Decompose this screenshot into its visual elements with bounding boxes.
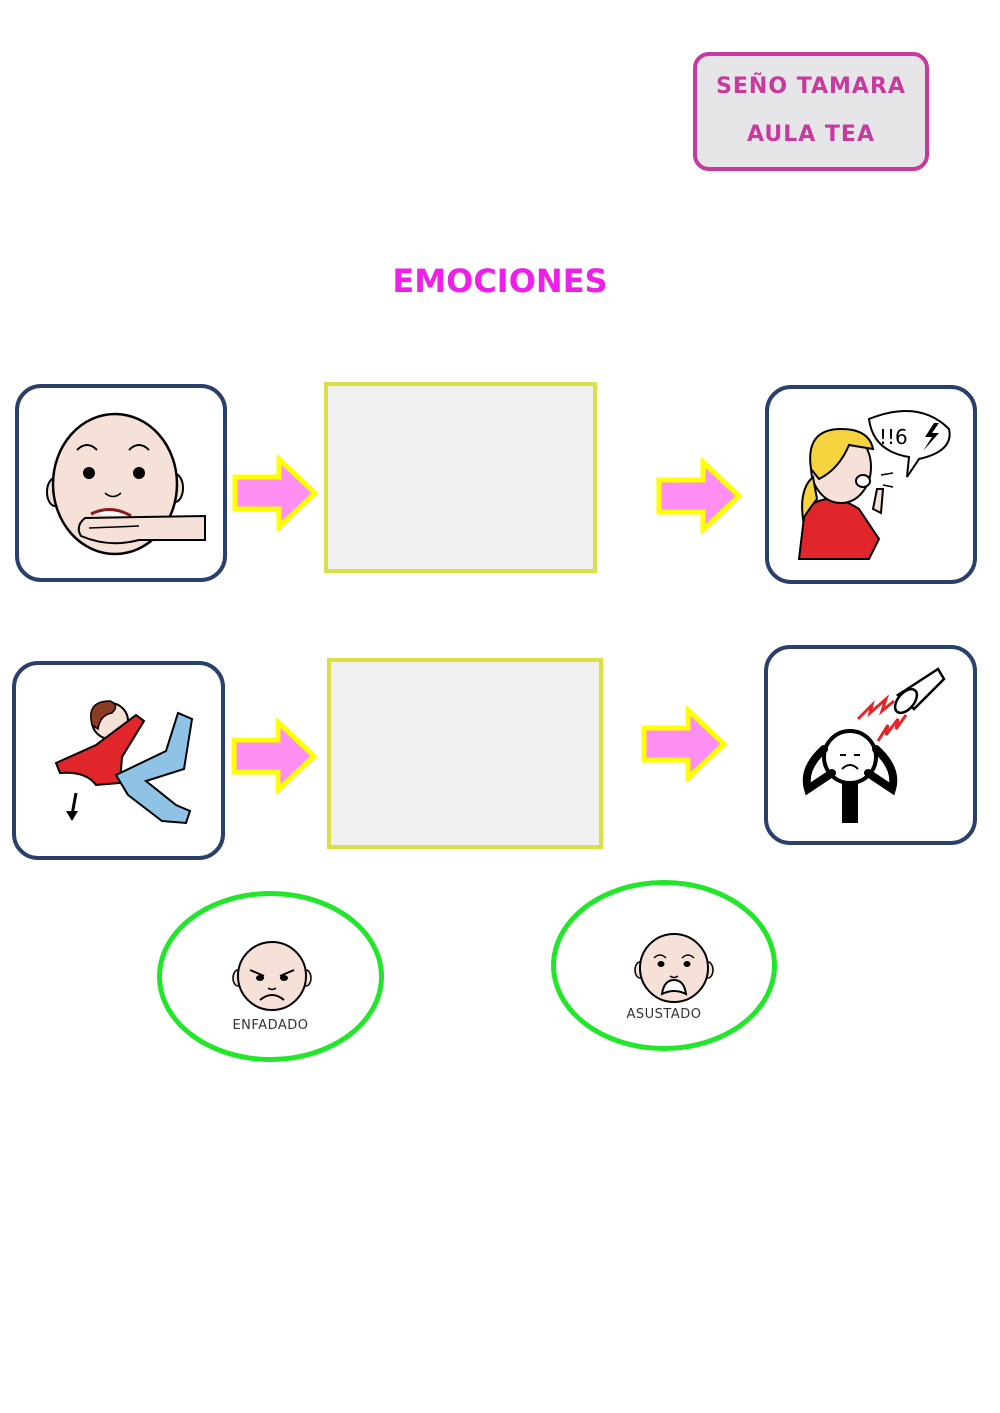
child-biting-arm-icon (46, 412, 206, 556)
page-title: EMOCIONES (392, 262, 608, 300)
option-angry[interactable]: ENFADADO (157, 891, 384, 1062)
option-label: ENFADADO (232, 1018, 309, 1033)
person-covering-ears-loud-noise-icon (802, 667, 946, 823)
teacher-badge: SEÑO TAMARA AULA TEA (693, 52, 929, 171)
arrow-right-icon (230, 718, 320, 794)
option-scared[interactable]: ASUSTADO (551, 880, 777, 1051)
arrow-right-icon (231, 455, 321, 531)
answer-drop-box-2[interactable] (327, 658, 603, 849)
effect-card-2 (764, 645, 977, 845)
cause-card-2 (12, 661, 225, 860)
answer-drop-box-1[interactable] (324, 382, 597, 573)
effect-card-1: !!6 (765, 385, 977, 584)
scared-face-icon (634, 933, 714, 1003)
cause-card-1 (15, 384, 227, 582)
girl-shouting-icon: !!6 (797, 410, 951, 560)
teacher-name: SEÑO TAMARA (716, 74, 906, 99)
angry-face-icon (232, 941, 312, 1011)
arrow-right-icon (655, 458, 745, 534)
arrow-right-icon (640, 706, 730, 782)
classroom-name: AULA TEA (747, 122, 875, 147)
option-label: ASUSTADO (626, 1007, 702, 1022)
child-falling-icon (54, 700, 194, 825)
svg-text:!!6: !!6 (879, 425, 908, 449)
